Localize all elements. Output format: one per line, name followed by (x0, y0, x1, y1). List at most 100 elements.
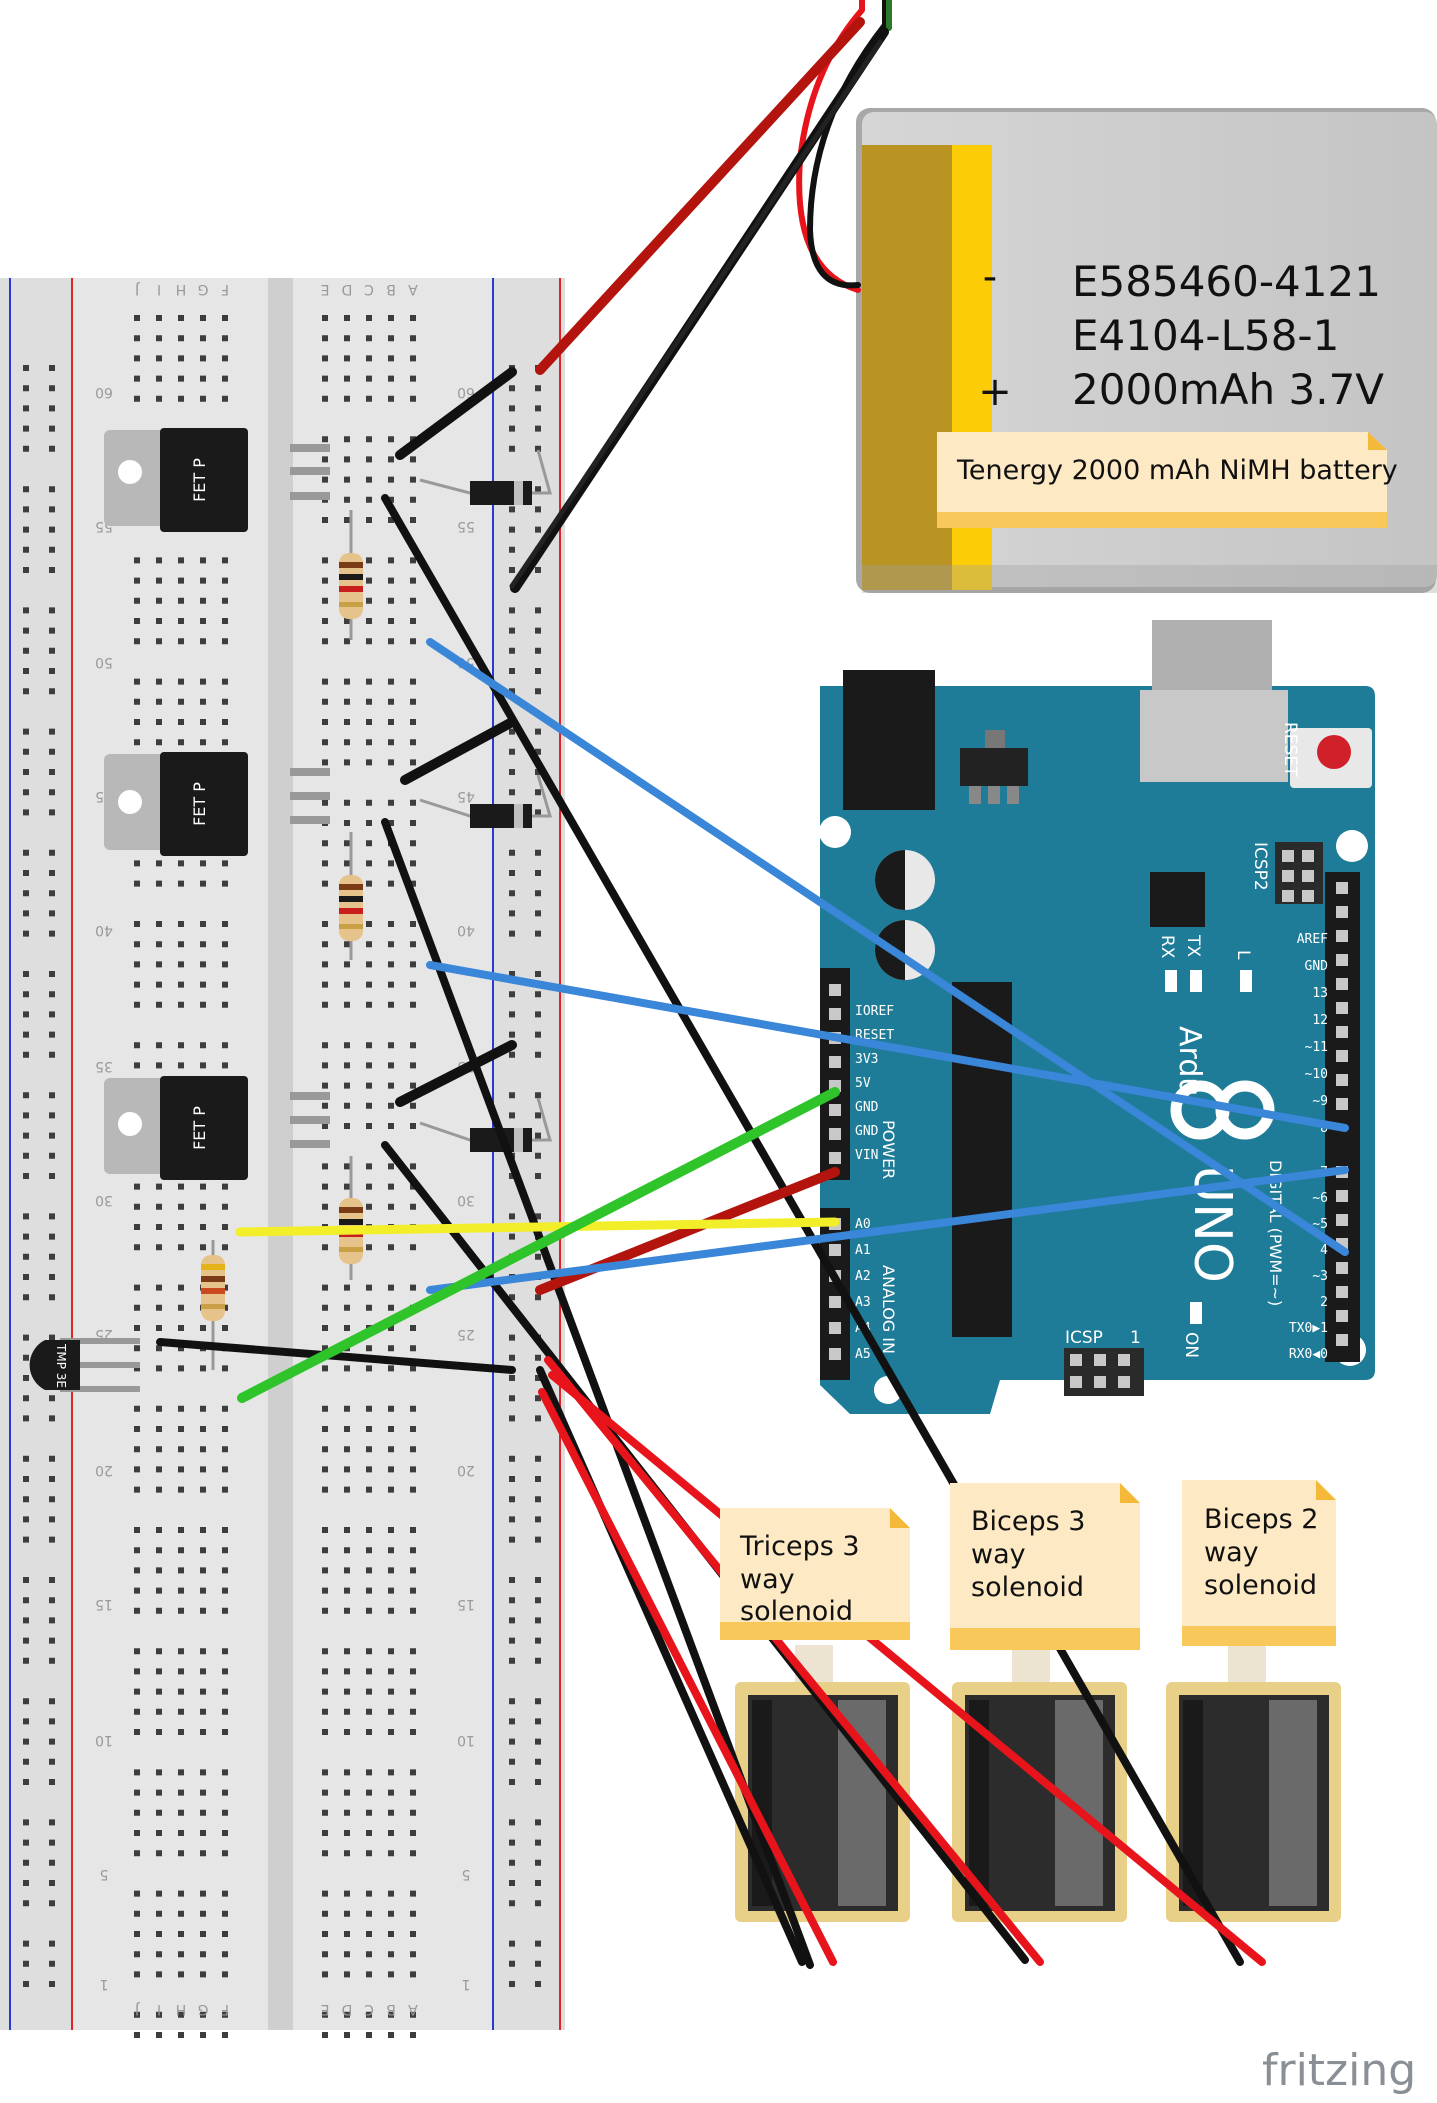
digital-pin-label: RX0◀0 (1289, 1347, 1328, 1362)
row-label: 15 (95, 1596, 113, 1612)
note-biceps-2-line-1: Biceps 2 (1204, 1504, 1318, 1535)
analog-pin-label: A1 (855, 1243, 871, 1258)
wire-blue-pin8 (426, 961, 1349, 1132)
row-label: 1 (100, 1976, 109, 1992)
note-triceps-line-1: Triceps 3 (739, 1531, 860, 1562)
power-pin-label: GND (855, 1124, 879, 1139)
note-biceps-2-line-3: solenoid (1204, 1570, 1317, 1601)
analog-pin-label: A3 (855, 1295, 871, 1310)
column-label: I (157, 281, 161, 297)
power-label: POWER (879, 1120, 898, 1179)
row-label: 40 (457, 922, 475, 938)
solenoid-biceps-3 (952, 1645, 1127, 1922)
row-label: 5 (100, 1866, 109, 1882)
wire-red-solenoid-2 (544, 1356, 1044, 1966)
diode-2 (419, 774, 553, 828)
digital-pin-label: ~6 (1312, 1191, 1328, 1206)
wire-green-5v (237, 1087, 840, 1403)
row-label: 55 (457, 518, 475, 534)
row-label: 10 (95, 1732, 113, 1748)
row-label: 60 (95, 384, 113, 400)
row-label: 20 (95, 1462, 113, 1478)
row-label: 45 (457, 788, 475, 804)
row-label: 20 (457, 1462, 475, 1478)
note-biceps-3-line-1: Biceps 3 (971, 1506, 1085, 1537)
row-label: 10 (457, 1732, 475, 1748)
digital-pin-label: ~11 (1305, 1040, 1328, 1055)
arduino-pin-labels: IOREFRESET3V35VGNDGNDVINA0A1A2A3A4A5AREF… (855, 932, 1328, 1362)
power-pin-label: 5V (855, 1076, 871, 1091)
analog-label: ANALOG IN (879, 1265, 898, 1354)
reset-label: RESET (1280, 722, 1300, 777)
wire-blue-pin4 (426, 638, 1349, 1256)
column-label: A (408, 2001, 418, 2017)
battery: - + E585460-4121 E4104-L58-1 2000mAh 3.7… (856, 108, 1437, 593)
power-pin-label: IOREF (855, 1004, 894, 1019)
column-label: B (386, 2001, 396, 2017)
digital-pin-label: 13 (1312, 986, 1328, 1001)
l-led-label: L (1233, 950, 1253, 960)
column-label: A (408, 281, 418, 297)
breadboard-row-labels: 6060555550504545404035353030252520201515… (95, 384, 475, 1992)
row-label: 60 (457, 384, 475, 400)
note-triceps-line-2: way (740, 1564, 795, 1595)
row-label: 35 (95, 1058, 113, 1074)
column-label: I (157, 2001, 161, 2017)
arduino-uno: RESET ICSP2 IOREFRESET3V35VGNDGNDVINA0A1… (819, 620, 1375, 1414)
digital-pin-label: 4 (1320, 1243, 1328, 1258)
battery-note-label: Tenergy 2000 mAh NiMH battery (956, 455, 1398, 486)
row-label: 50 (95, 654, 113, 670)
sensor-label: TMP 3E (54, 1343, 68, 1388)
battery-rating-line: 2000mAh 3.7V (1072, 365, 1384, 414)
column-label: G (198, 2001, 209, 2017)
diode-1 (419, 449, 552, 505)
row-label: 30 (457, 1192, 475, 1208)
analog-pin-label: A5 (855, 1347, 871, 1362)
row-label: 15 (457, 1596, 475, 1612)
wire-black-sensor-ground (156, 1338, 516, 1374)
solenoid-notes: Triceps 3 way solenoid Biceps 3 way sole… (720, 1480, 1336, 1650)
note-biceps-2-line-2: way (1204, 1537, 1259, 1568)
column-label: J (135, 2001, 140, 2017)
digital-label: DIGITAL (PWM=~) (1266, 1160, 1285, 1306)
note-triceps: Triceps 3 way solenoid (720, 1508, 910, 1640)
mosfet-1-label: FET P (190, 458, 209, 502)
column-label: J (135, 281, 140, 297)
analog-pin-label: A2 (855, 1269, 871, 1284)
icsp-pin-one: 1 (1130, 1328, 1141, 1348)
on-led-label: ON (1181, 1332, 1201, 1358)
column-label: E (321, 2001, 330, 2017)
digital-pin-label: 8 (1320, 1121, 1328, 1136)
battery-minus: - (983, 254, 997, 300)
mosfet-3: FET P (104, 1076, 330, 1180)
temperature-sensor: TMP 3E (29, 1338, 140, 1392)
column-label: D (342, 2001, 353, 2017)
wire-black-ground-3 (395, 1040, 517, 1107)
wire-red-solenoid-3 (548, 1371, 1266, 1966)
column-label: G (198, 281, 209, 297)
resistor-2 (339, 832, 363, 960)
digital-pin-label: TX0▶1 (1289, 1321, 1328, 1336)
column-label: H (176, 281, 187, 297)
battery-model-line: E585460-4121 (1072, 257, 1381, 306)
column-label: C (364, 281, 374, 297)
battery-note: Tenergy 2000 mAh NiMH battery (937, 432, 1398, 528)
mosfet-3-label: FET P (190, 1106, 209, 1150)
row-label: 1 (462, 1976, 471, 1992)
mosfet-1: FET P (104, 428, 330, 532)
wire-black-mosfet1-solenoid (381, 494, 967, 1504)
battery-code-line: E4104-L58-1 (1072, 311, 1339, 360)
wire-black-solenoid-3 (1054, 1641, 1244, 1966)
column-label: F (221, 281, 229, 297)
solenoid-biceps-2 (1166, 1645, 1341, 1922)
note-biceps-3-line-2: way (971, 1539, 1026, 1570)
arduino-brand-text: Ardu (1172, 1026, 1207, 1096)
note-biceps-2: Biceps 2 way solenoid (1182, 1480, 1336, 1646)
fritzing-watermark: fritzing (1262, 2045, 1416, 2096)
solenoids (735, 1645, 1341, 1922)
note-triceps-line-3: solenoid (740, 1596, 853, 1627)
column-label: B (386, 281, 396, 297)
